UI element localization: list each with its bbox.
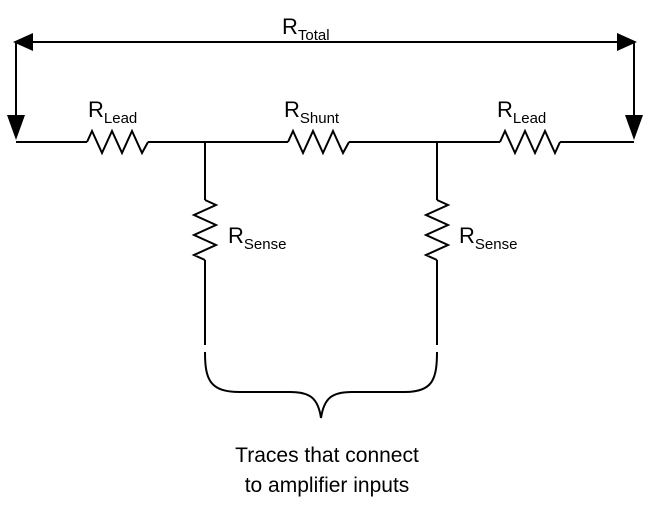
r-lead-right-resistor xyxy=(499,128,561,156)
r-lead-right-label: RLead xyxy=(497,97,546,127)
r-sense-left-label: RSense xyxy=(228,223,286,253)
r-shunt-label: RShunt xyxy=(284,97,340,127)
r-sense-right-label: RSense xyxy=(459,223,517,253)
r-lead-left-label: RLead xyxy=(88,97,137,127)
right-sense-branch xyxy=(423,142,451,345)
r-sense-right-resistor xyxy=(423,199,451,261)
caption-line-2: to amplifier inputs xyxy=(245,474,410,497)
main-wire xyxy=(16,128,634,156)
left-sense-branch xyxy=(191,142,219,345)
r-lead-left-resistor xyxy=(86,128,149,156)
r-sense-left-resistor xyxy=(191,199,219,261)
caption-line-1: Traces that connect xyxy=(235,444,419,467)
r-total-arrow xyxy=(7,33,643,140)
curly-brace xyxy=(204,351,438,419)
r-shunt-resistor xyxy=(287,128,350,156)
r-total-label: RTotal xyxy=(282,14,330,44)
